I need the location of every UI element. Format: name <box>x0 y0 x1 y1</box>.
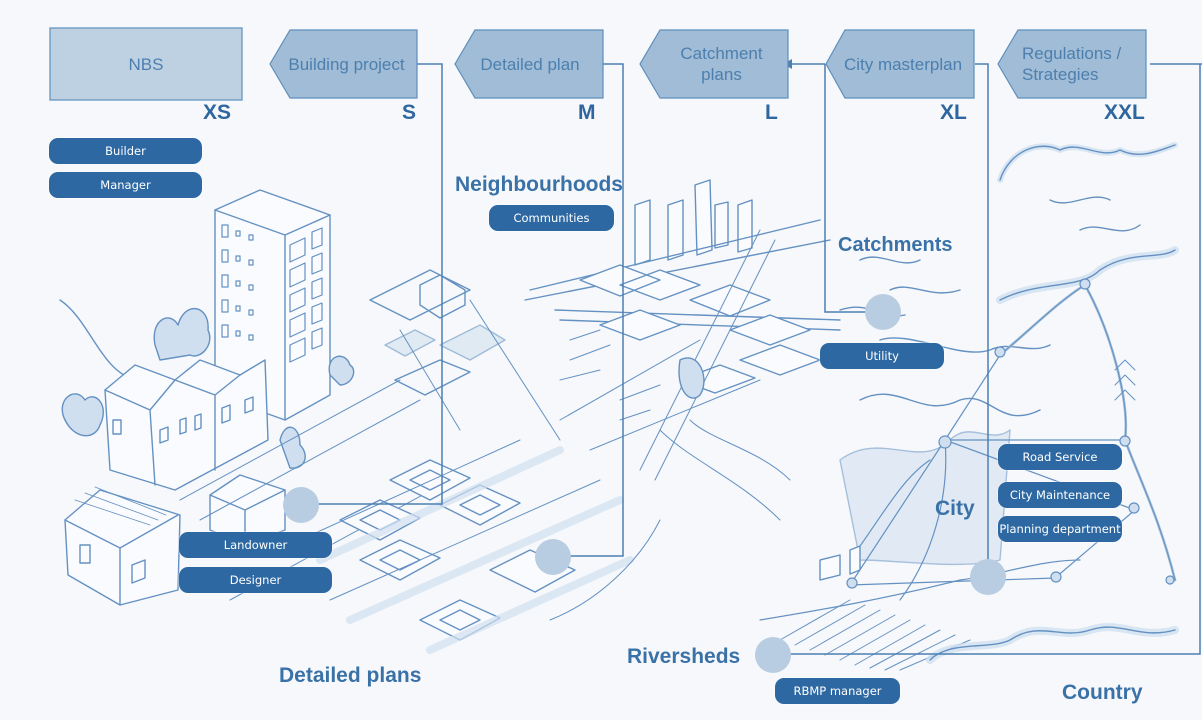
connector-dot-city <box>970 559 1006 595</box>
level-city-masterplan[interactable]: City masterplan <box>832 30 974 98</box>
connector-dot-building <box>283 487 319 523</box>
actor-planning-department-label: Planning department <box>999 522 1121 536</box>
level-detailed-plan[interactable]: Detailed plan <box>460 30 600 98</box>
actor-designer-label: Designer <box>229 573 282 587</box>
actor-road-service-label: Road Service <box>1022 450 1098 464</box>
level-regulations-strategies[interactable]: Regulations / Strategies <box>1010 30 1146 98</box>
actor-utility[interactable]: Utility <box>820 343 944 369</box>
actor-city-maintenance[interactable]: City Maintenance <box>998 482 1122 508</box>
scale-m: M <box>578 101 596 124</box>
level-regulations-line2: Strategies <box>1022 65 1099 84</box>
city-centre-sketch <box>524 179 841 621</box>
actor-builder[interactable]: Builder <box>49 138 202 164</box>
region-catchments: Catchments <box>838 234 953 256</box>
actor-road-service[interactable]: Road Service <box>998 444 1122 470</box>
level-catchment-plans-line1: Catchment <box>680 44 763 63</box>
building-sketch <box>59 189 451 606</box>
actor-manager[interactable]: Manager <box>49 172 202 198</box>
actor-planning-department[interactable]: Planning department <box>998 516 1122 542</box>
actor-city-maintenance-label: City Maintenance <box>1009 488 1111 502</box>
actor-rbmp-manager-label: RBMP manager <box>793 684 882 698</box>
neighbourhood-sketch <box>299 269 634 654</box>
region-neighbourhoods: Neighbourhoods <box>455 173 623 196</box>
scale-l: L <box>765 101 778 124</box>
connector-lines <box>318 63 1202 655</box>
actor-rbmp-manager[interactable]: RBMP manager <box>775 678 900 704</box>
country-map-sketch <box>846 142 1179 664</box>
regulations-box-shape <box>997 29 1147 99</box>
level-building-project-label: Building project <box>288 54 405 74</box>
level-building-project[interactable]: Building project <box>276 30 417 98</box>
level-city-masterplan-label: City masterplan <box>843 54 963 74</box>
level-regulations-line1: Regulations / <box>1022 44 1122 63</box>
connector-regulations <box>790 63 1202 655</box>
connector-dot-detailed <box>535 539 571 575</box>
region-city: City <box>935 497 975 520</box>
connector-dot-catchment <box>865 294 901 330</box>
scale-xxl: XXL <box>1104 101 1145 124</box>
connector-city-masterplan <box>975 63 989 570</box>
catchment-plans-box-shape <box>639 29 789 99</box>
detailed-plan-box-shape <box>454 29 604 99</box>
level-catchment-plans-line2: plans <box>701 65 742 84</box>
actor-designer[interactable]: Designer <box>179 567 332 593</box>
region-country: Country <box>1062 681 1143 704</box>
actor-communities-label: Communities <box>513 211 590 225</box>
connector-building-project <box>318 63 443 505</box>
connector-dot-rivershed <box>755 637 791 673</box>
actor-manager-label: Manager <box>100 178 151 192</box>
level-nbs-label: NBS <box>128 54 164 74</box>
connector-city-masterplan-to-catchment <box>824 64 865 313</box>
building-project-box-shape <box>269 29 418 99</box>
actor-communities[interactable]: Communities <box>489 205 614 231</box>
scale-xl: XL <box>940 101 967 124</box>
actor-builder-label: Builder <box>105 144 146 158</box>
actor-utility-label: Utility <box>865 349 899 363</box>
region-riversheds: Riversheds <box>627 645 741 668</box>
level-detailed-plan-label: Detailed plan <box>480 54 580 74</box>
actor-landowner-label: Landowner <box>223 538 288 552</box>
nbs-box-shape <box>49 27 243 101</box>
actor-landowner[interactable]: Landowner <box>179 532 332 558</box>
city-masterplan-box-shape <box>825 29 975 99</box>
level-catchment-plans[interactable]: Catchment plans <box>655 30 788 98</box>
catchment-sketch <box>759 256 1081 671</box>
scale-s: S <box>402 101 417 124</box>
scale-xs: XS <box>203 101 232 124</box>
level-nbs[interactable]: NBS <box>50 28 242 100</box>
connector-detailed-plan <box>568 63 624 557</box>
region-detailed-plans: Detailed plans <box>279 664 422 687</box>
